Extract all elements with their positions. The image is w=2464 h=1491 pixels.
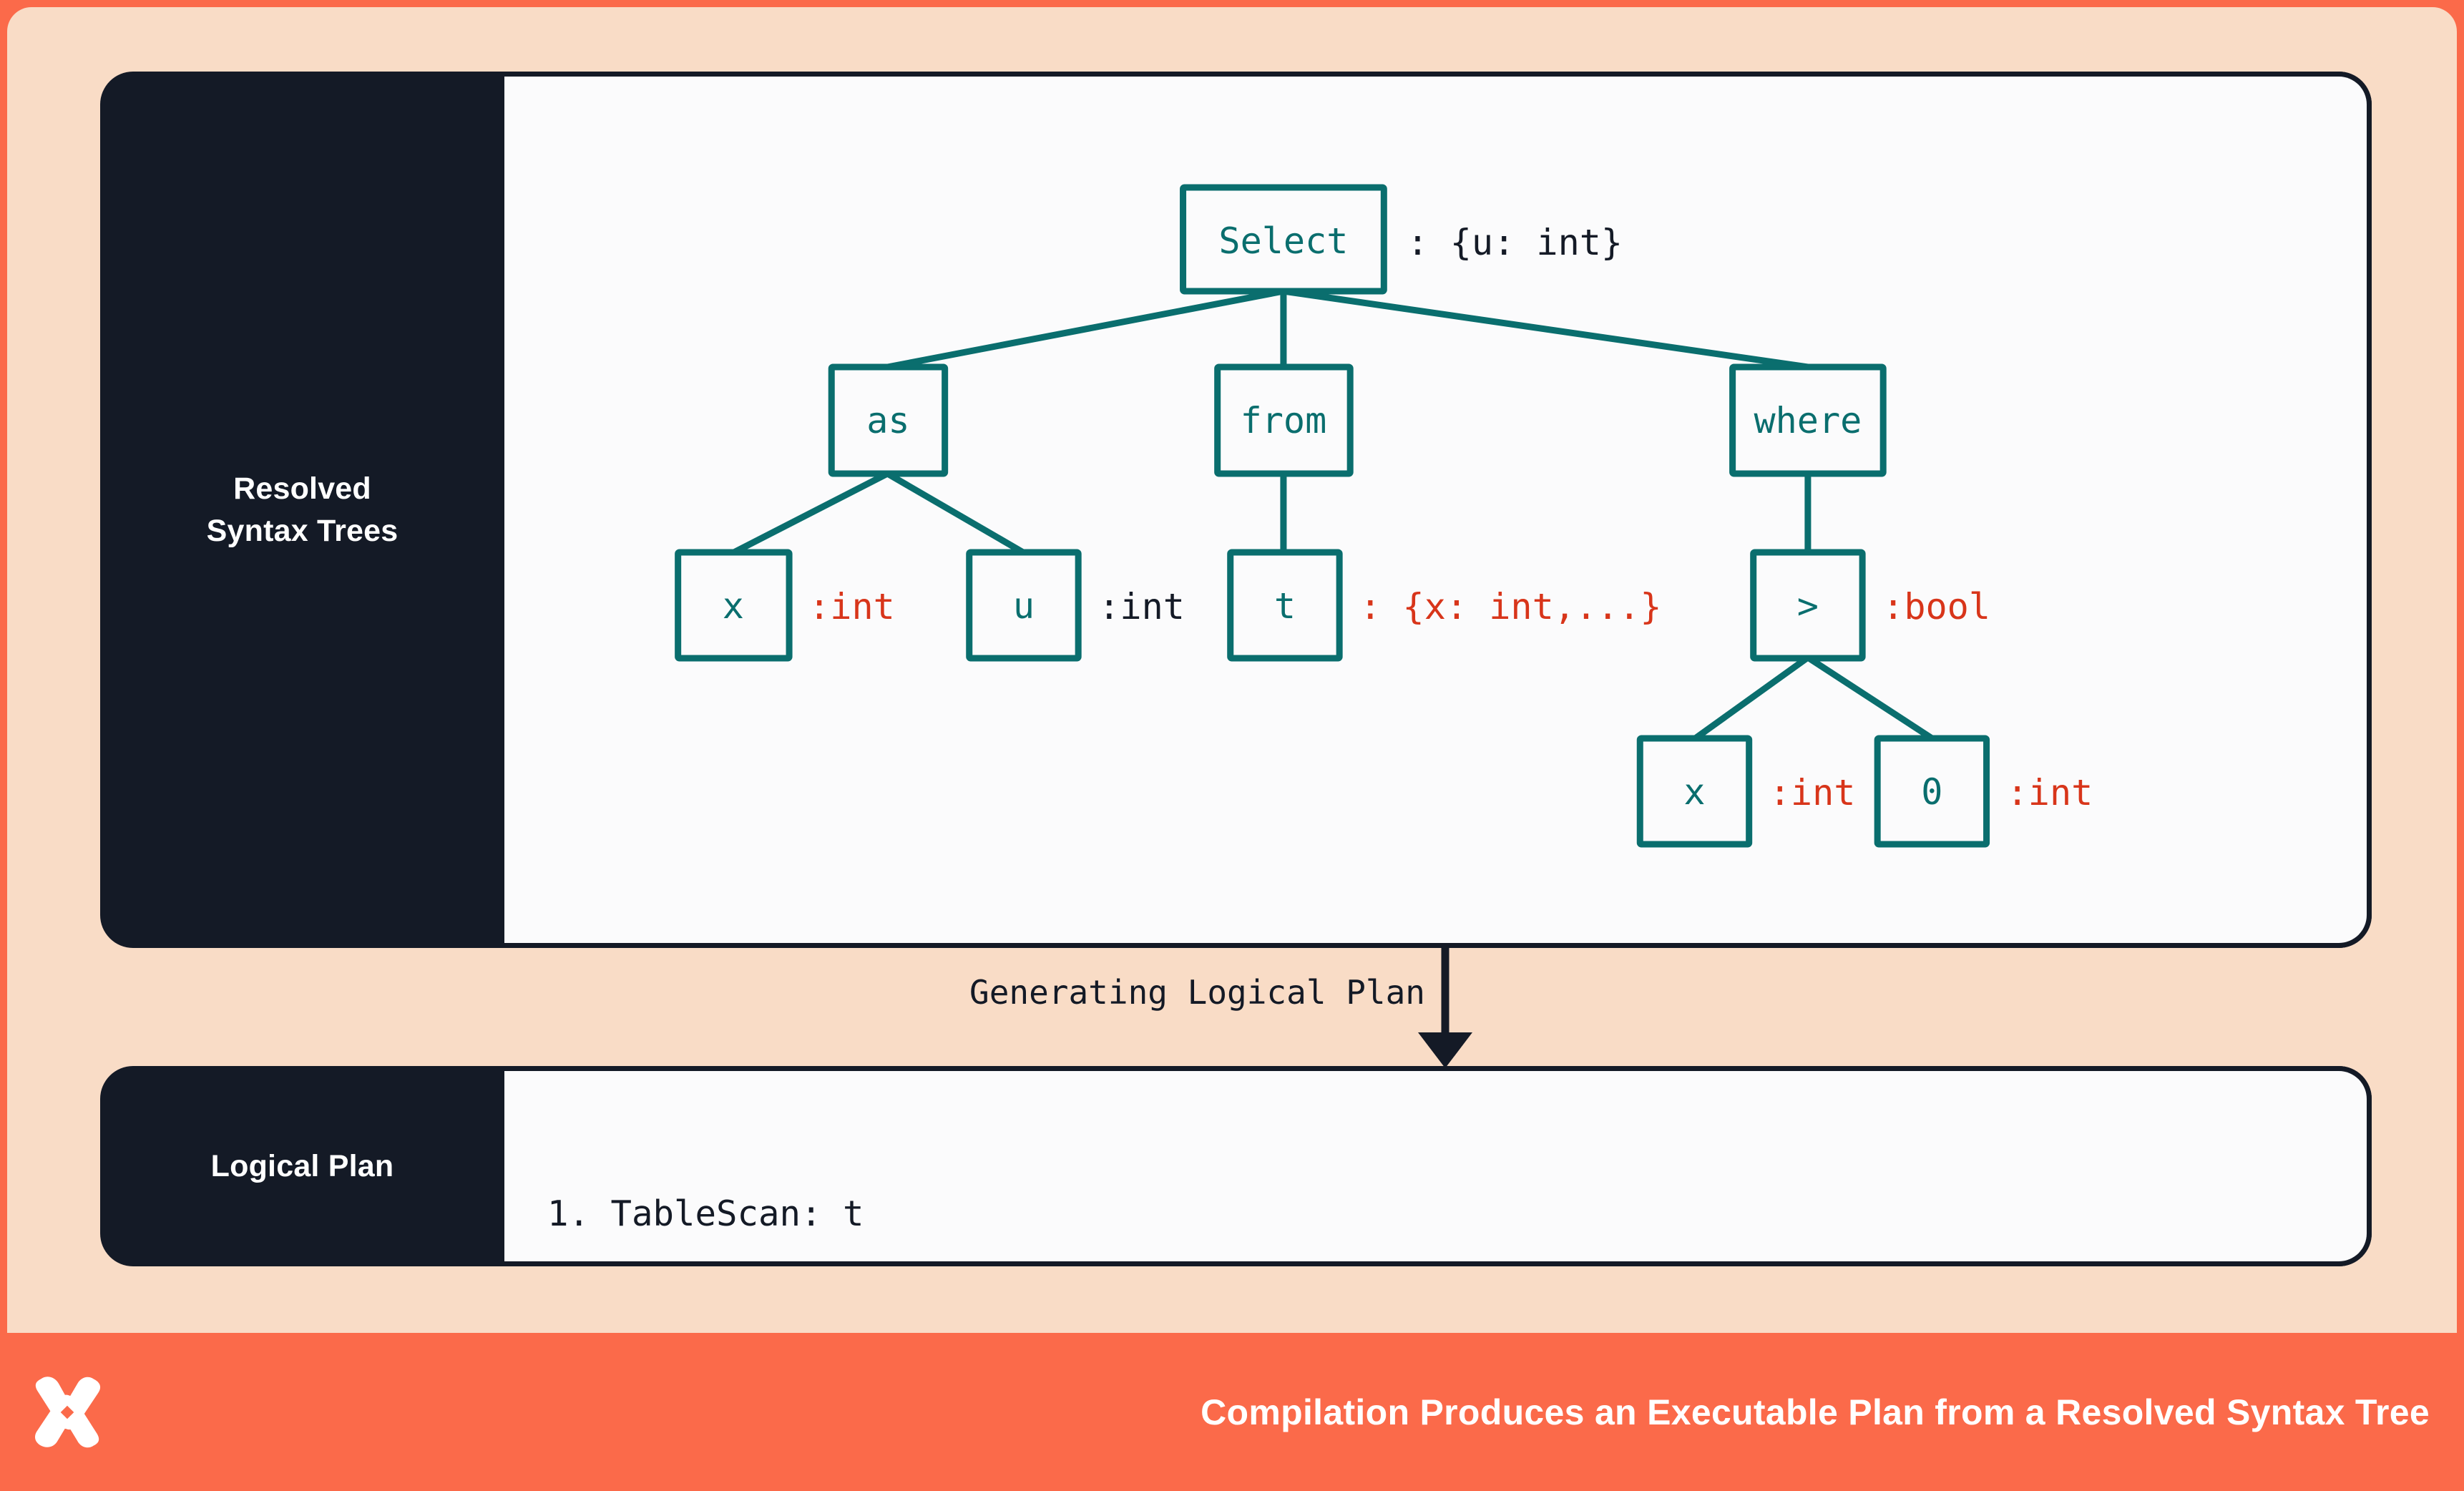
node-annotation-gt: :bool [1882,586,1990,627]
node-label-from: from [1241,400,1327,441]
node-label-gt-zero: 0 [1921,771,1942,813]
node-annotation-from-t: : {x: int,...} [1359,586,1661,627]
tree-node-as[interactable]: as [828,363,949,477]
edge-gt-x [1693,655,1810,741]
node-label-gt: > [1797,585,1819,627]
logical-plan-steps: 1. TableScan: t 2. Filter: t.x > 0 3. Pr… [547,1095,1033,1261]
syntax-tree-diagram: Select : {u: int} as from where [675,184,2093,848]
node-annotation-select: : {u: int} [1407,222,1623,263]
flow-arrow-label: Generating Logical Plan [969,973,1425,1012]
label-line-2: Syntax Trees [206,513,399,548]
footer-bar: Compilation Produces an Executable Plan … [0,1333,2464,1491]
node-annotation-as-u: :int [1098,586,1185,627]
node-label-from-t: t [1274,585,1296,627]
node-label-where: where [1754,400,1862,441]
edge-gt-0 [1806,655,1934,741]
node-label-as-u: u [1013,585,1035,627]
tree-node-as-x[interactable]: x :int [675,549,895,662]
edge-as-u [886,471,1025,555]
tree-node-select[interactable]: Select : {u: int} [1180,184,1623,295]
edge-select-where [1283,288,1809,371]
logical-plan-label-text: Logical Plan [210,1148,394,1183]
syntax-tree-panel: Select : {u: int} as from where [504,72,2372,948]
node-label-select: Select [1218,220,1348,262]
node-label-as-x: x [723,585,744,627]
label-line-1: Resolved [233,471,371,507]
edge-select-as [886,288,1284,371]
flow-arrow-head [1418,1032,1472,1068]
tree-node-gt-zero[interactable]: 0 :int [1874,735,2093,848]
footer-caption: Compilation Produces an Executable Plan … [1201,1392,2430,1432]
node-annotation-gt-x: :int [1769,772,1856,813]
tree-node-gt[interactable]: > :bool [1750,549,1990,662]
tree-node-gt-x[interactable]: x :int [1636,735,1856,848]
tree-node-where[interactable]: where [1729,363,1887,477]
node-label-gt-x: x [1683,771,1705,813]
node-label-as: as [866,400,909,441]
node-annotation-as-x: :int [808,586,895,627]
plan-step: 1. TableScan: t [547,1193,864,1235]
tree-node-as-u[interactable]: u :int [966,549,1185,662]
x-brand-logo-icon [35,1376,101,1447]
resolved-syntax-trees-card: Resolved Syntax Trees [100,72,2372,948]
tree-node-from[interactable]: from [1214,363,1354,477]
tree-edges [732,288,1934,741]
resolved-syntax-trees-label: Resolved Syntax Trees [100,72,504,948]
logical-plan-card: Logical Plan 1. TableScan: t 2. Filter: … [100,1066,2372,1266]
flow-arrow-group: Generating Logical Plan [944,948,1517,1070]
node-annotation-gt-zero: :int [2007,772,2093,813]
logical-plan-label: Logical Plan [100,1066,504,1266]
logical-plan-panel: 1. TableScan: t 2. Filter: t.x > 0 3. Pr… [504,1066,2372,1266]
edge-as-x [732,470,889,556]
tree-node-from-t[interactable]: t : {x: int,...} [1227,549,1662,662]
